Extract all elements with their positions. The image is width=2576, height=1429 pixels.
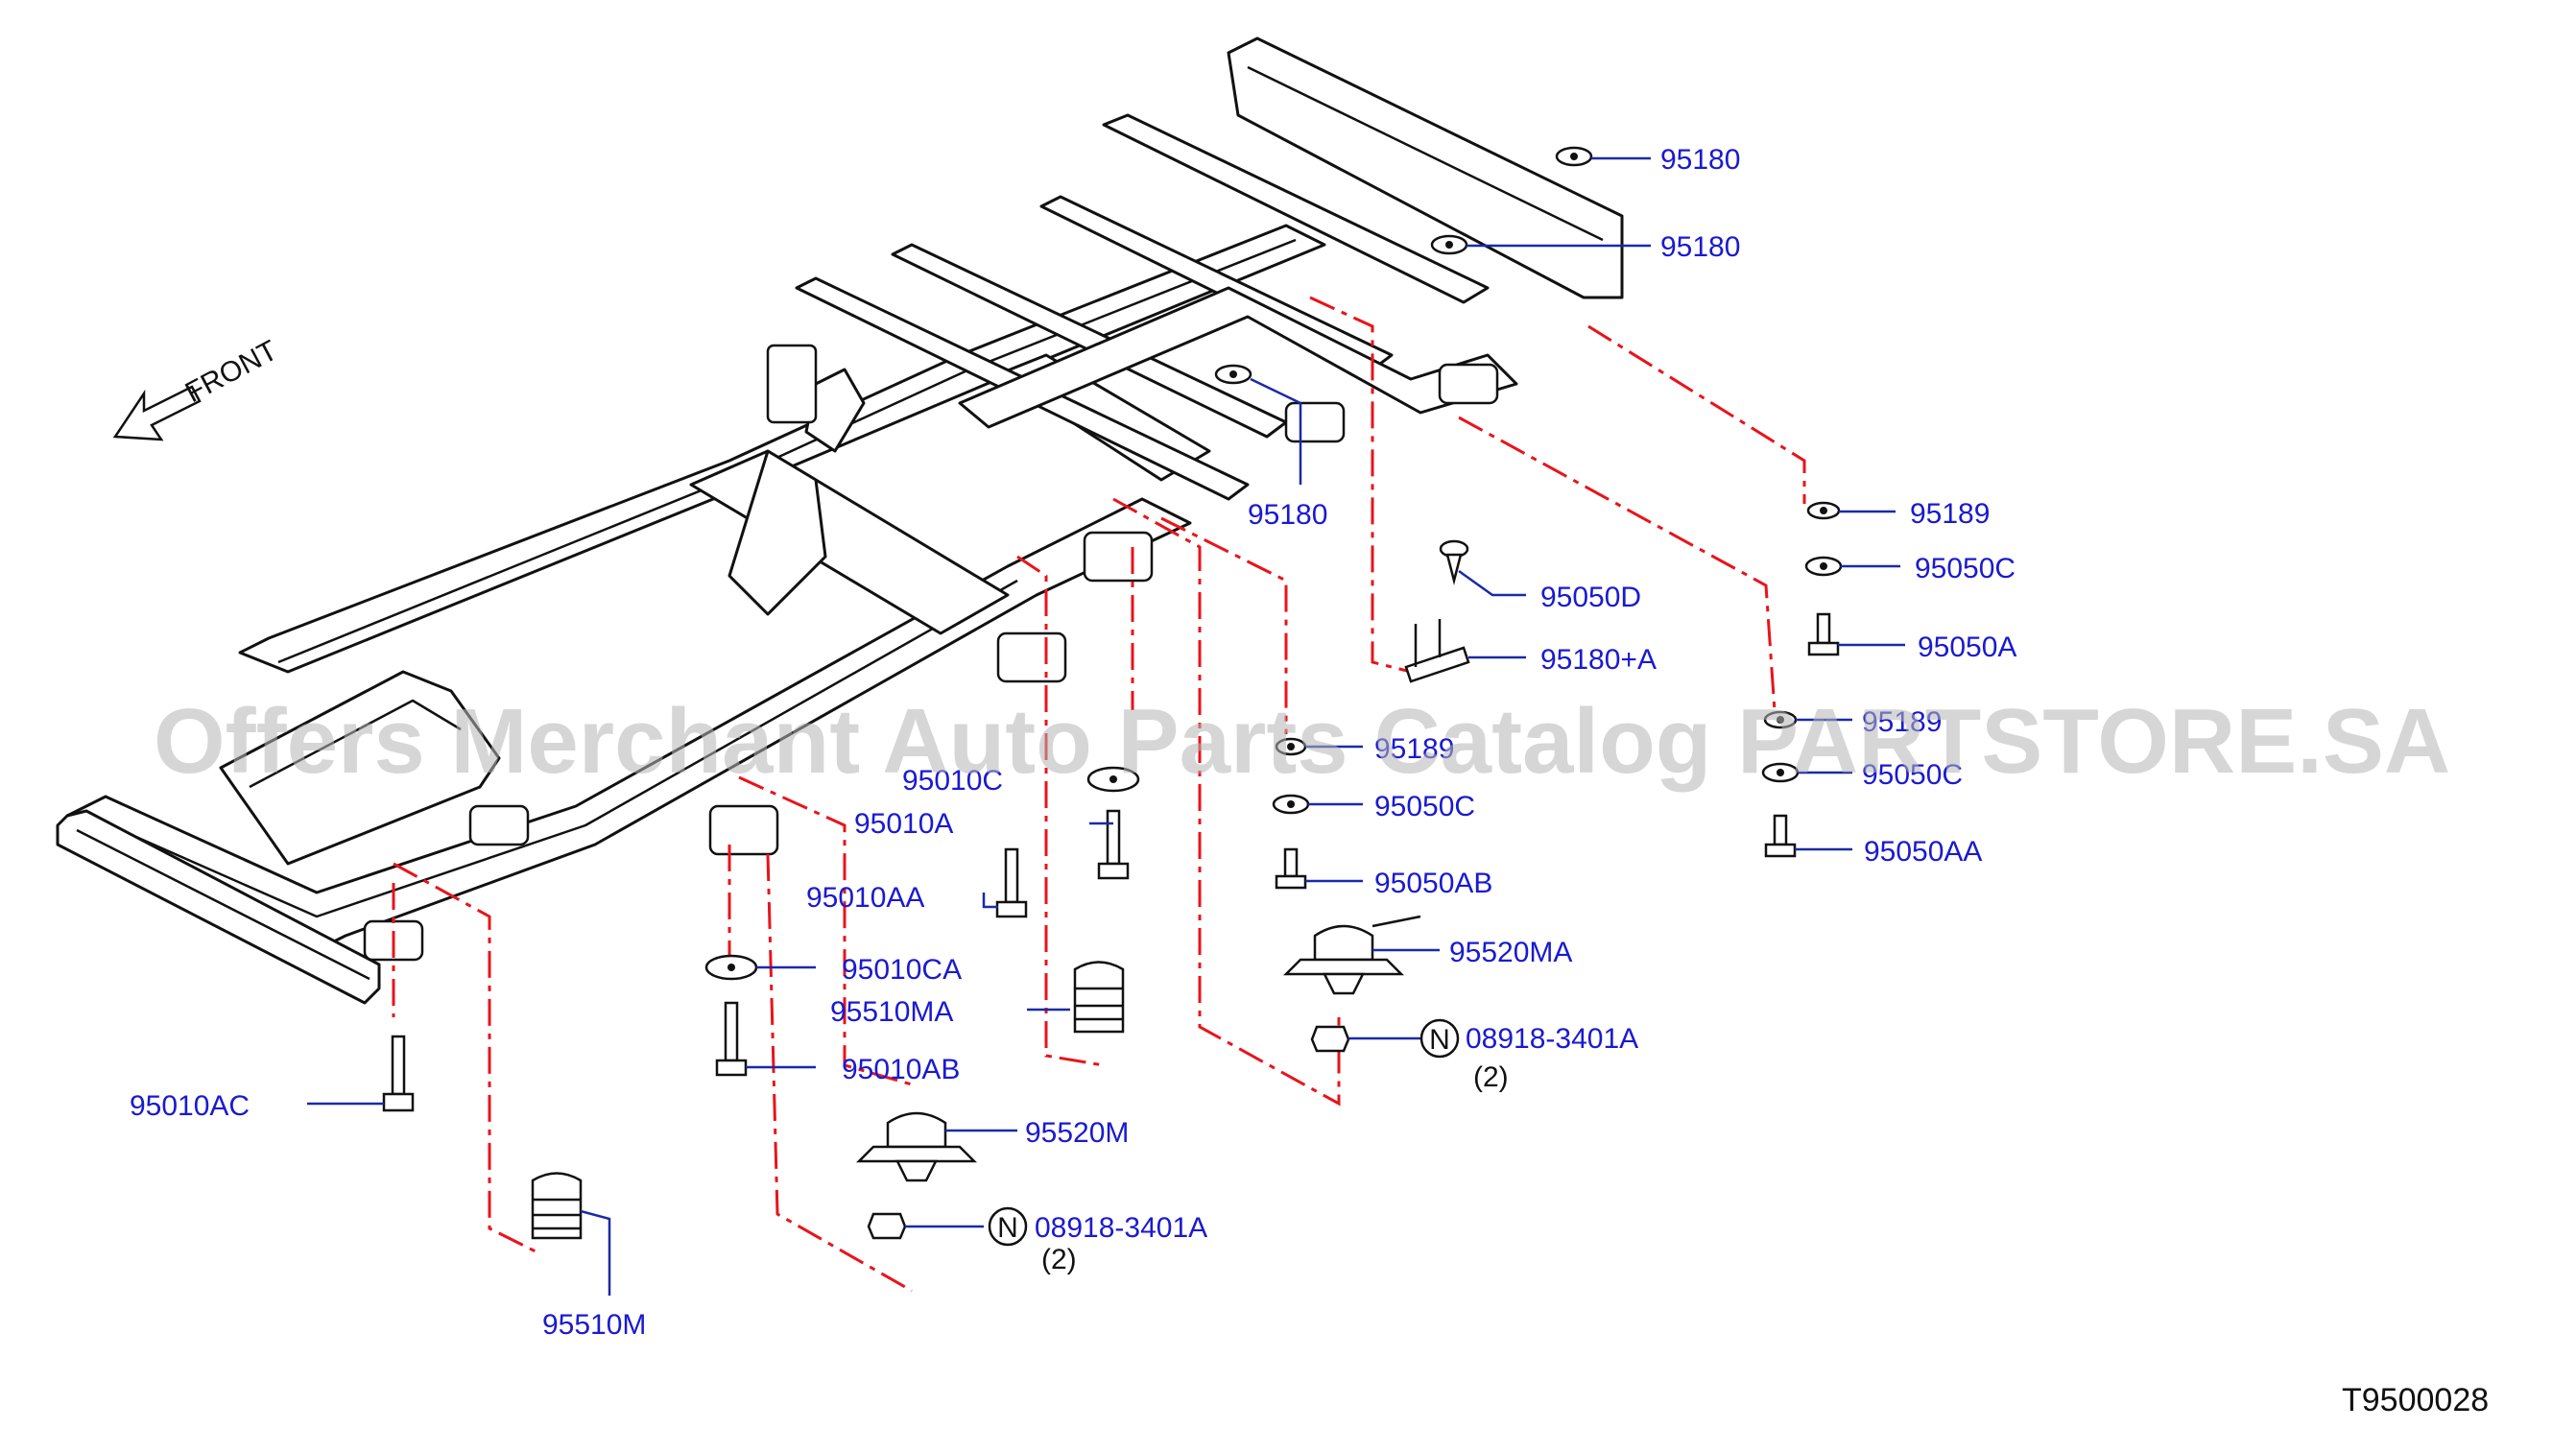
n-marker-a-text: N (1429, 1024, 1450, 1056)
assembly-lines (392, 296, 1806, 1293)
label-08918-b[interactable]: 08918-3401A (1035, 1212, 1207, 1244)
washer-95050c-c[interactable] (1272, 794, 1310, 815)
watermark-text: Offers Merchant Auto Parts Catalog PARTS… (154, 690, 2450, 793)
label-08918-a[interactable]: 08918-3401A (1466, 1023, 1638, 1055)
label-95010ca[interactable]: 95010CA (842, 954, 962, 986)
label-qty-b: (2) (1041, 1244, 1077, 1275)
label-95010a[interactable]: 95010A (854, 808, 953, 840)
label-95180a[interactable]: 95180+A (1540, 644, 1657, 676)
label-95189-c[interactable]: 95189 (1374, 733, 1454, 765)
bolt-95010ac[interactable] (382, 1035, 415, 1112)
label-95050a[interactable]: 95050A (1918, 631, 2016, 663)
bolt-95050aa[interactable] (1764, 814, 1797, 858)
label-95010aa[interactable]: 95010AA (806, 882, 924, 914)
washer-95189-b[interactable] (1763, 710, 1798, 729)
washer-95180-b[interactable] (1430, 234, 1468, 255)
n-marker-a: N (1419, 1018, 1460, 1059)
label-95050d[interactable]: 95050D (1540, 582, 1641, 613)
mount-95520ma[interactable] (1282, 915, 1421, 995)
diagram-code: T9500028 (2342, 1382, 2489, 1418)
bolt-95010aa[interactable] (995, 847, 1028, 918)
label-95510m[interactable]: 95510M (542, 1309, 646, 1341)
n-marker-b: N (988, 1206, 1028, 1247)
label-95050ab[interactable]: 95050AB (1374, 868, 1492, 899)
label-95180-a[interactable]: 95180 (1660, 144, 1740, 176)
label-95050aa[interactable]: 95050AA (1864, 836, 1982, 868)
mount-95520m[interactable] (855, 1111, 978, 1182)
leader-lines (307, 156, 1905, 1296)
cushion-95510m[interactable] (531, 1172, 583, 1240)
label-95050c-a[interactable]: 95050C (1915, 553, 2015, 584)
bolt-95010a[interactable] (1097, 809, 1130, 880)
washer-95180-a[interactable] (1555, 146, 1593, 167)
bolt-95010ab[interactable] (715, 1001, 748, 1077)
label-95189-a[interactable]: 95189 (1910, 498, 1990, 530)
nut-08918-b[interactable] (867, 1212, 907, 1240)
label-95510ma[interactable]: 95510MA (830, 996, 953, 1028)
front-label: FRONT (180, 335, 283, 410)
bolt-95050a[interactable] (1807, 612, 1840, 656)
label-95520ma[interactable]: 95520MA (1449, 937, 1572, 968)
label-95189-b[interactable]: 95189 (1862, 706, 1942, 738)
washer-95189-a[interactable] (1806, 501, 1841, 520)
washer-95050c-a[interactable] (1804, 556, 1843, 577)
front-arrow-icon (112, 385, 202, 441)
label-95050c-b[interactable]: 95050C (1862, 759, 1963, 791)
washer-95010c[interactable] (1086, 766, 1140, 793)
washer-95010ca[interactable] (704, 954, 758, 981)
label-95180-c[interactable]: 95180 (1248, 499, 1327, 531)
label-qty-a: (2) (1473, 1061, 1509, 1093)
label-95050c-c[interactable]: 95050C (1374, 791, 1475, 822)
label-95010ab[interactable]: 95010AB (842, 1054, 960, 1085)
bolt-95050ab[interactable] (1275, 847, 1307, 890)
label-95010c[interactable]: 95010C (902, 765, 1003, 797)
screw-95050d[interactable] (1439, 539, 1469, 585)
cushion-95510ma[interactable] (1073, 961, 1125, 1034)
bracket-95180a[interactable] (1404, 619, 1470, 683)
nut-08918-a[interactable] (1310, 1025, 1350, 1053)
chassis-frame (56, 36, 1624, 1005)
label-95180-b[interactable]: 95180 (1660, 231, 1740, 263)
washer-95180-c[interactable] (1214, 364, 1252, 385)
label-95520m[interactable]: 95520M (1025, 1117, 1129, 1149)
n-marker-b-text: N (997, 1212, 1018, 1244)
label-95010ac[interactable]: 95010AC (130, 1090, 250, 1122)
